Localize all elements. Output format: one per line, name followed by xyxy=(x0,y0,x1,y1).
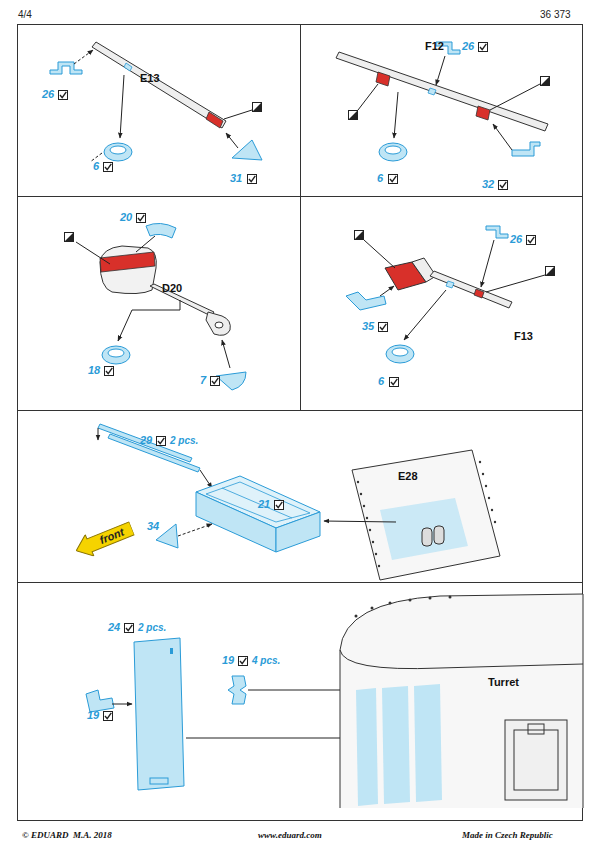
check-box xyxy=(59,43,536,721)
shovel-d20 xyxy=(65,223,247,390)
callout-number: 31 xyxy=(230,172,242,185)
website-note: www.eduard.com xyxy=(258,829,322,842)
callout-number: 20 xyxy=(120,211,132,224)
quantity-note: 2 pcs. xyxy=(170,434,198,447)
kit-number: 36 373 xyxy=(540,8,571,21)
callout-number: 21 xyxy=(258,498,270,511)
callout-number: 6 xyxy=(93,160,99,173)
copyright-note: © EDUARD M.A. 2018 xyxy=(22,829,112,842)
origin-note: Made in Czech Republic xyxy=(462,829,553,842)
turret-assembly xyxy=(86,594,583,808)
tool-e13 xyxy=(50,42,262,162)
direction-arrow: front xyxy=(72,518,136,562)
callout-number: 19 xyxy=(87,709,99,722)
part-name: E28 xyxy=(398,470,418,483)
callout-number: 24 xyxy=(108,621,120,634)
tool-f13 xyxy=(346,226,555,363)
storage-box-assembly xyxy=(98,424,500,580)
callout-number: 35 xyxy=(362,320,374,333)
callout-number: 34 xyxy=(147,520,159,533)
tool-f12 xyxy=(336,42,550,161)
part-name: Turret xyxy=(488,676,519,689)
callout-number: 6 xyxy=(377,172,383,185)
callout-number: 29 xyxy=(140,434,152,447)
part-name: D20 xyxy=(162,282,182,295)
callout-number: 19 xyxy=(222,654,234,667)
callout-number: 32 xyxy=(482,178,494,191)
callout-number: 26 xyxy=(42,88,54,101)
callout-number: 26 xyxy=(510,233,522,246)
callout-number: 26 xyxy=(462,40,474,53)
callout-number: 7 xyxy=(200,374,206,387)
part-name: F12 xyxy=(425,40,444,53)
quantity-note: 2 pcs. xyxy=(138,621,166,634)
part-name: F13 xyxy=(514,330,533,343)
callout-number: 6 xyxy=(378,375,384,388)
callout-number: 18 xyxy=(88,364,100,377)
panel-frame xyxy=(17,24,583,821)
page-number: 4/4 xyxy=(18,8,32,21)
quantity-note: 4 pcs. xyxy=(252,654,280,667)
part-name: E13 xyxy=(140,72,160,85)
